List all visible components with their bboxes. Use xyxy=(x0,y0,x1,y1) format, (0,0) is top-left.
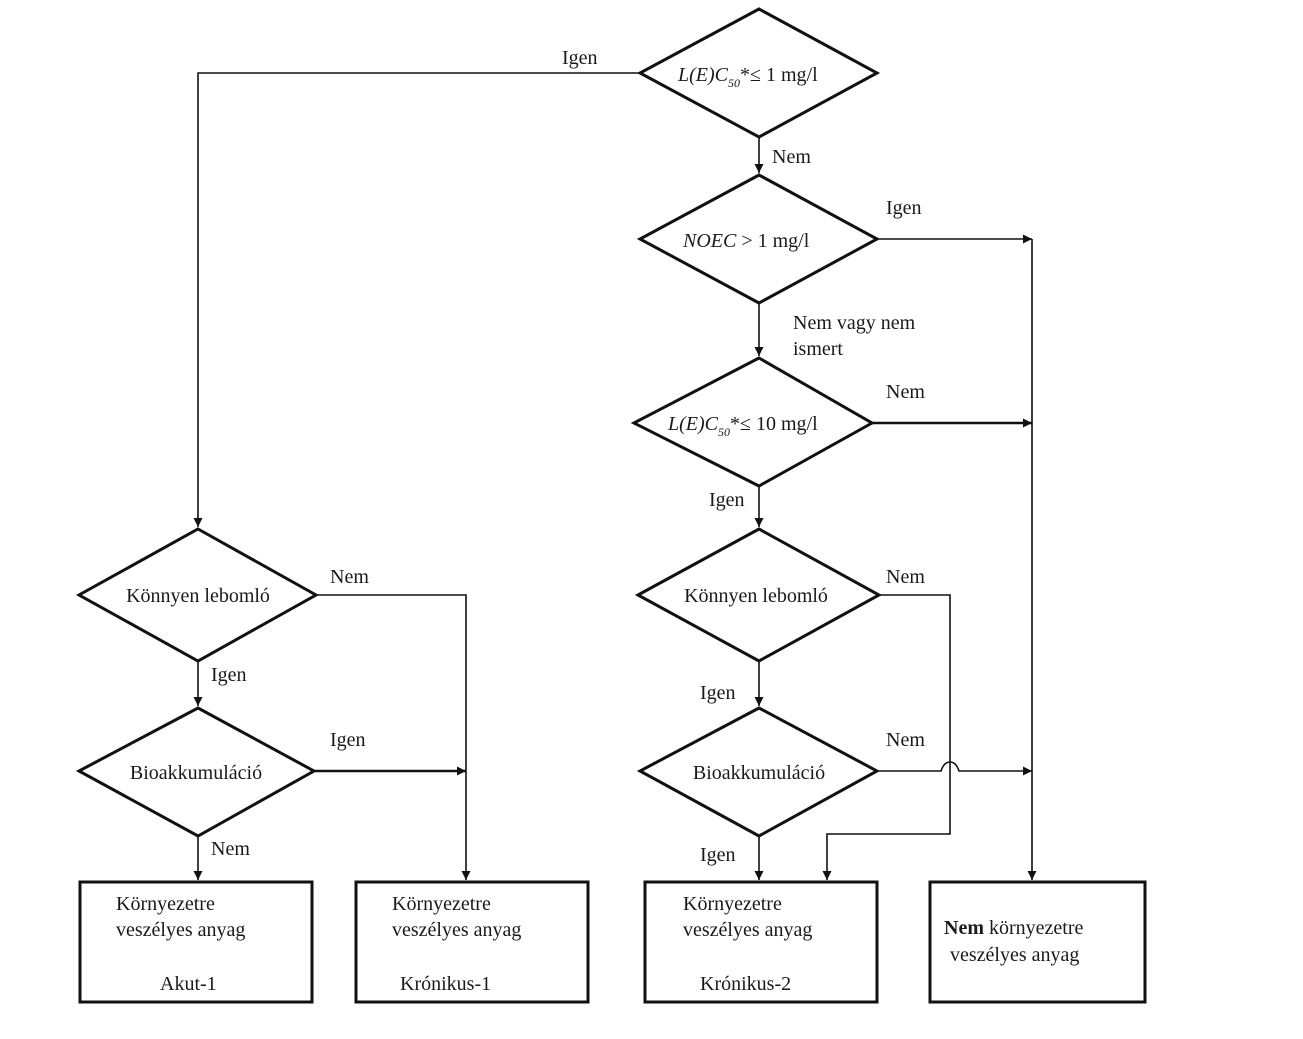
decision-bioaccumulation-left: Bioakkumuláció xyxy=(75,706,318,838)
label-d7-yes: Igen xyxy=(700,844,736,866)
label-d7-no: Nem xyxy=(886,729,925,751)
decision-bioaccumulation-right: Bioakkumuláció xyxy=(636,706,881,838)
label-d2-yes: Igen xyxy=(886,197,922,219)
decision-bioaccumulation-left-text: Bioakkumuláció xyxy=(130,762,262,784)
decision-readily-degradable-right: Könnyen lebomló xyxy=(634,527,883,663)
outcome-acute-1-line2: veszélyes anyag xyxy=(116,919,245,941)
outcome-acute-1-line1: Környezetre xyxy=(116,893,215,915)
decision-bioaccumulation-right-text: Bioakkumuláció xyxy=(693,762,825,784)
decision-readily-degradable-left: Könnyen lebomló xyxy=(75,527,320,663)
edge-d4-no xyxy=(316,594,471,880)
decision-noec-1mg-text: NOEC > 1 mg/l xyxy=(682,230,810,252)
decision-lec50-1mg: L(E)C50*≤ 1 mg/l xyxy=(636,7,881,139)
edge-d1-yes xyxy=(193,72,640,527)
outcome-not-hazardous: Nem környezetre veszélyes anyag xyxy=(928,880,1147,1004)
decision-lec50-1mg-text: L(E)C50*≤ 1 mg/l xyxy=(677,64,818,90)
outcome-chronic-2-line1: Környezetre xyxy=(683,893,782,915)
label-d6-no: Nem xyxy=(886,566,925,588)
edge-d7-no xyxy=(877,761,1032,776)
decision-noec-1mg: NOEC > 1 mg/l xyxy=(636,173,881,305)
outcome-acute-1: Környezetre veszélyes anyag Akut-1 xyxy=(78,880,314,1004)
outcome-chronic-2: Környezetre veszélyes anyag Krónikus-2 xyxy=(643,880,879,1004)
label-d4-no: Nem xyxy=(330,566,369,588)
label-d5-yes: Igen xyxy=(330,729,366,751)
decision-readily-degradable-left-text: Könnyen lebomló xyxy=(126,585,270,607)
label-d1-yes: Igen xyxy=(562,47,598,69)
label-d2-no-line2: ismert xyxy=(793,338,843,360)
decision-readily-degradable-right-text: Könnyen lebomló xyxy=(684,585,828,607)
label-d1-no: Nem xyxy=(772,146,811,168)
outcome-chronic-1-category: Krónikus-1 xyxy=(400,973,491,995)
label-d5-no: Nem xyxy=(211,838,250,860)
outcome-chronic-1-line1: Környezetre xyxy=(392,893,491,915)
outcome-not-hazardous-line2: veszélyes anyag xyxy=(950,944,1079,966)
edge-d6-no xyxy=(822,594,951,880)
label-d2-no-line1: Nem vagy nem xyxy=(793,312,916,334)
label-d4-yes: Igen xyxy=(211,664,247,686)
outcome-chronic-1: Környezetre veszélyes anyag Krónikus-1 xyxy=(354,880,590,1004)
decision-lec50-10mg-text: L(E)C50*≤ 10 mg/l xyxy=(667,413,818,439)
decision-lec50-10mg: L(E)C50*≤ 10 mg/l xyxy=(630,356,876,488)
outcome-chronic-2-line2: veszélyes anyag xyxy=(683,919,812,941)
outcome-not-hazardous-line1: Nem környezetre xyxy=(944,917,1083,939)
outcome-acute-1-category: Akut-1 xyxy=(160,973,217,995)
label-d6-yes: Igen xyxy=(700,682,736,704)
label-d3-yes: Igen xyxy=(709,489,745,511)
outcome-chronic-2-category: Krónikus-2 xyxy=(700,973,791,995)
label-d3-no: Nem xyxy=(886,381,925,403)
outcome-chronic-1-line2: veszélyes anyag xyxy=(392,919,521,941)
